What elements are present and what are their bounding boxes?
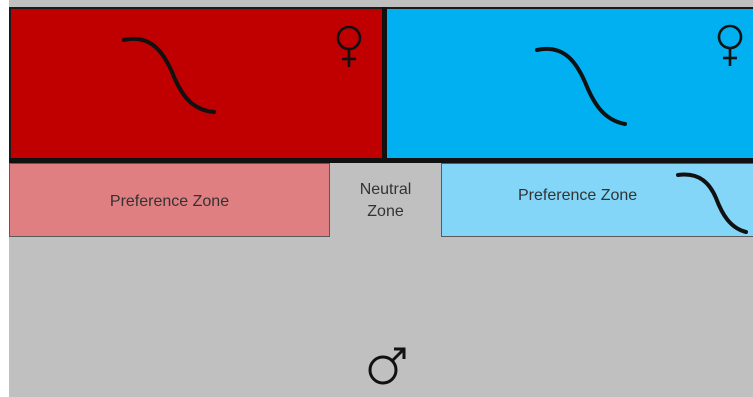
preference-zone-left-label: Preference Zone [109, 193, 230, 210]
blue-chamber [385, 7, 753, 162]
preference-zone-left: Preference Zone [9, 163, 330, 237]
fish-curve-icon [535, 46, 627, 126]
preference-zone-right-label: Preference Zone [518, 187, 638, 204]
neutral-zone: Neutral Zone [330, 163, 441, 237]
fish-curve-icon [122, 36, 216, 114]
female-symbol-icon [717, 24, 743, 66]
fish-curve-icon [676, 172, 748, 234]
female-symbol-icon [336, 25, 362, 67]
red-chamber [9, 7, 385, 162]
neutral-zone-label-line2: Zone [367, 203, 404, 220]
male-symbol-icon [368, 347, 406, 385]
chamber-barrier [9, 158, 753, 163]
chamber-divider [382, 7, 387, 164]
neutral-zone-label-line1: Neutral [359, 181, 412, 198]
preference-zone-right: Preference Zone [441, 163, 753, 237]
